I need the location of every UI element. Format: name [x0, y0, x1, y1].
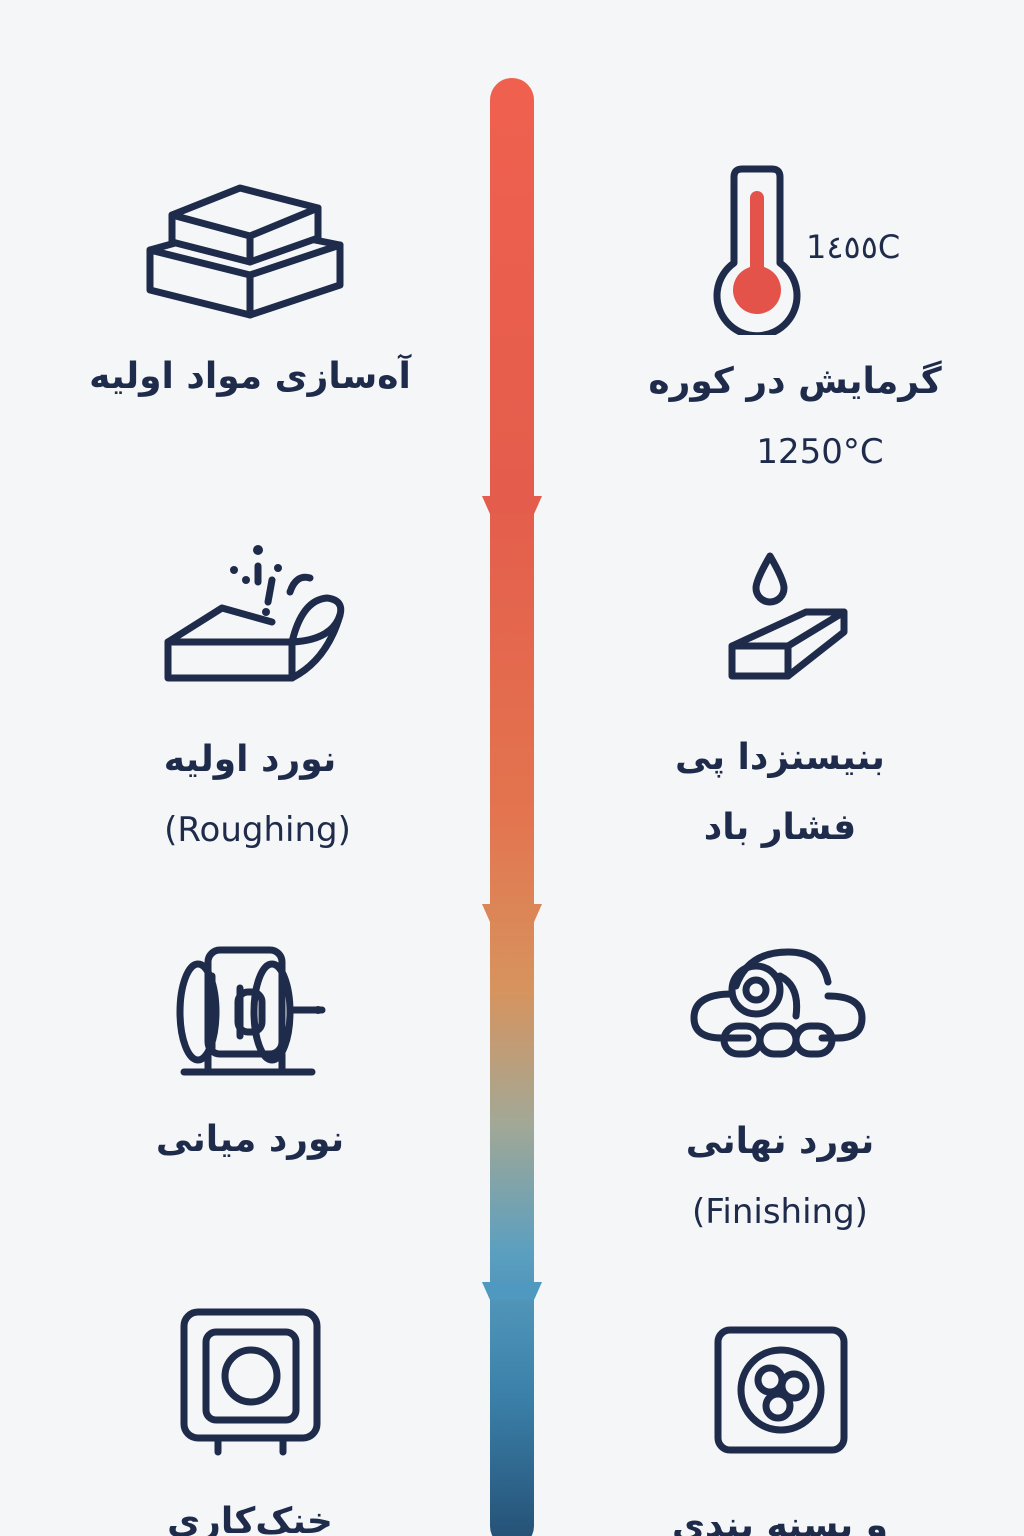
process-timeline-bar [490, 78, 534, 1536]
step-sublabel-roughing: (Roughing) [164, 810, 351, 850]
stacked-slabs-icon [140, 180, 350, 325]
step-sublabel-descaling: فشار باد [703, 807, 857, 848]
thermometer-icon [712, 165, 802, 335]
step-label-finishing: نورد نهانی [685, 1121, 875, 1162]
timeline-notch [482, 496, 542, 514]
step-label-heating: گرمایش در کوره [648, 361, 942, 402]
step-label-coiling: و پسنه بندی [671, 1505, 889, 1536]
step-label-roughing: نورد اولیه [163, 739, 337, 780]
step-temperature: 1250°C [756, 432, 884, 472]
step-label-descaling: بنیسنزدا پی [675, 737, 885, 778]
coiling-fan-icon [712, 1324, 850, 1456]
step-sublabel-finishing: (Finishing) [692, 1192, 868, 1232]
timeline-notch [482, 1282, 542, 1300]
step-label-cooling: خنک‌کاری [167, 1501, 333, 1536]
roller-mill-icon [172, 940, 332, 1080]
timeline-notch [482, 904, 542, 922]
water-drop-slab-icon [726, 550, 851, 685]
thermometer-reading: 1٤٥٥C [806, 228, 902, 266]
step-label-preparation: آه‌سازی مواد اولیه [89, 356, 411, 397]
rough-rolling-icon [162, 540, 352, 685]
step-label-intermediate: نورد میانی [155, 1119, 345, 1160]
cooling-unit-icon [178, 1306, 323, 1456]
coil-rolls-icon [688, 946, 870, 1058]
